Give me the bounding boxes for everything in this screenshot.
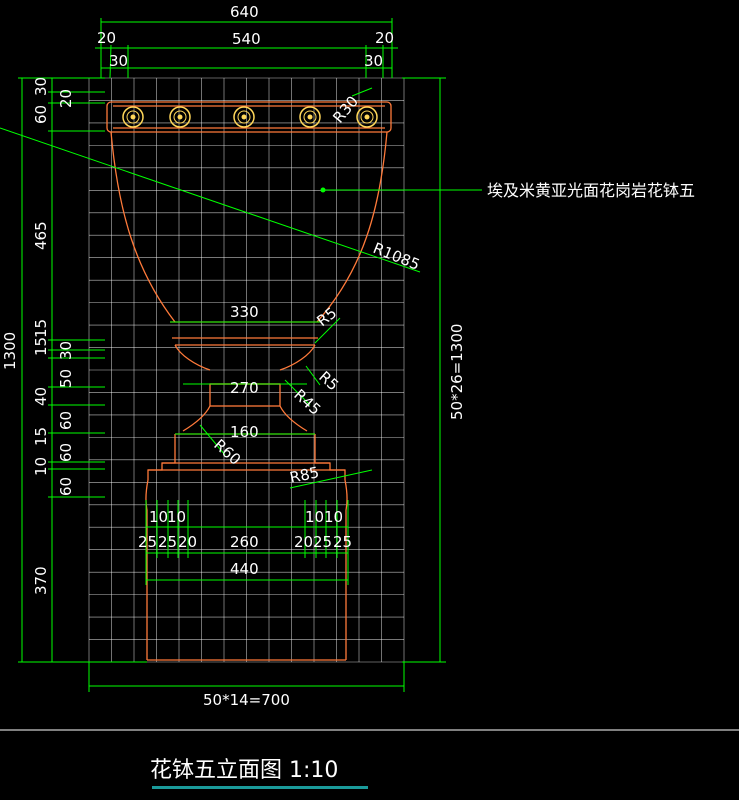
dim-base-10c: 10: [305, 508, 324, 526]
neck-left-curve: [182, 405, 211, 432]
radius-r5b: R5: [315, 368, 342, 395]
leader-r5a: [314, 317, 341, 344]
dim-1300: 1300: [1, 332, 19, 370]
dim-base-10b: 10: [167, 508, 186, 526]
dim-270: 270: [230, 379, 259, 397]
dim-540: 540: [232, 30, 261, 48]
plinth-right-steps: [314, 434, 346, 480]
dim-base-10d: 10: [324, 508, 343, 526]
dim-left-370: 370: [32, 566, 50, 595]
bowl-right-curve: [316, 131, 388, 323]
dim-left-60a: 60: [32, 105, 50, 124]
dim-base-440: 440: [230, 560, 259, 578]
material-note: 埃及米黄亚光面花岗岩花钵五: [487, 181, 695, 200]
base-left-edge: [145, 479, 149, 660]
pot-outline: [106, 101, 392, 661]
dim-left-60d: 60: [57, 477, 75, 496]
dim-20-right: 20: [375, 29, 394, 47]
dim-base-25d: 25: [333, 533, 352, 551]
radius-r30: R30: [329, 92, 362, 126]
collar-left-curve: [174, 344, 211, 371]
dim-left-40: 40: [32, 387, 50, 406]
dim-base-25c: 25: [313, 533, 332, 551]
title-underline: [152, 786, 368, 789]
dim-left-60c: 60: [57, 443, 75, 462]
dim-left-15a: 15: [32, 337, 50, 356]
leader-r30: [351, 87, 373, 97]
dimension-texts: 640 540 20 20 30 30 1300 30 20 60 465 15…: [1, 3, 466, 709]
dim-ext: [109, 44, 112, 79]
dim-left-15c: 15: [32, 427, 50, 446]
dim-base-20a: 20: [178, 533, 197, 551]
leader-dot: [320, 187, 326, 193]
rosette-icon: [122, 106, 144, 128]
dim-left-10: 10: [32, 457, 50, 476]
dim-right-1300: 50*26=1300: [448, 324, 466, 420]
drawing-title: 花钵五立面图 1:10: [150, 758, 338, 783]
rosette-icon: [299, 106, 321, 128]
leader-r45: [284, 379, 311, 406]
dim-left-30b: 30: [57, 341, 75, 360]
rim-band: [106, 101, 392, 133]
radius-r85: R85: [288, 463, 321, 487]
dim-30-left: 30: [109, 52, 128, 70]
neck-right-curve: [279, 405, 308, 432]
dim-left-20: 20: [57, 89, 75, 108]
radius-r5a: R5: [313, 304, 340, 330]
dim-640: 640: [230, 3, 259, 21]
dim-left-15b: 15: [32, 319, 50, 338]
base-right-edge: [344, 479, 348, 660]
rim-rosettes: [122, 106, 378, 128]
dim-base-20b: 20: [294, 533, 313, 551]
dim-base-260: 260: [230, 533, 259, 551]
leader-r5b: [305, 365, 321, 386]
radius-r1085: R1085: [371, 239, 423, 274]
dim-330: 330: [230, 303, 259, 321]
dim-left-60b: 60: [57, 411, 75, 430]
dim-base-10a: 10: [149, 508, 168, 526]
dim-160: 160: [230, 423, 259, 441]
collar-right-curve: [279, 344, 316, 371]
dim-bottom-700: 50*14=700: [203, 691, 290, 709]
plinth-left-steps: [147, 434, 176, 480]
rosette-icon: [356, 106, 378, 128]
bowl-left-curve: [110, 131, 176, 323]
dimension-lines: [0, 18, 482, 692]
grid: [88, 77, 405, 663]
dim-left-30: 30: [32, 77, 50, 96]
leader-r85: [289, 469, 373, 489]
dim-30-right: 30: [364, 52, 383, 70]
rosette-icon: [233, 106, 255, 128]
dim-left-50: 50: [57, 369, 75, 388]
dim-base-25b: 25: [158, 533, 177, 551]
rosette-icon: [169, 106, 191, 128]
leader-r60: [199, 424, 226, 456]
dim-base-25a: 25: [138, 533, 157, 551]
leader-r1085: [0, 127, 421, 273]
dim-20-left: 20: [97, 29, 116, 47]
dim-left-465: 465: [32, 221, 50, 250]
